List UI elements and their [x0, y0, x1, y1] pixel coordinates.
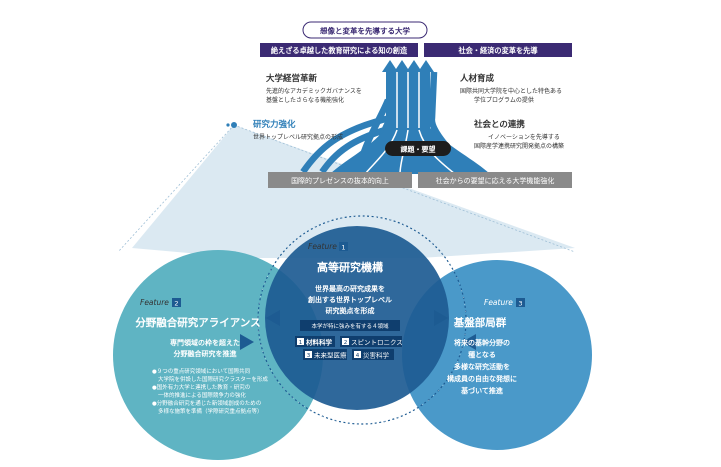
feature1-areas-label: 本学が特に強みを有する４領域: [311, 322, 389, 330]
feature1-tag: Feature: [308, 242, 337, 251]
feature1-area-1: 1 材料科学: [295, 336, 335, 347]
pillar-hr-desc2: 学位プログラムの提供: [474, 96, 534, 104]
feature3-num: 3: [518, 300, 522, 308]
pillar-society-title: 社会との連携: [473, 119, 525, 130]
pillar-management-desc1: 先進的なアカデミックガバナンスを: [266, 87, 362, 95]
feature1-line3: 研究拠点を形成: [326, 306, 375, 315]
feature2-num: 2: [174, 300, 178, 308]
issues-pill: [385, 141, 451, 156]
feature3-line1: 将来の基幹分野の: [454, 338, 510, 347]
feature1-area-2-name: スピントロニクス: [351, 339, 403, 347]
feature3-num-box: [516, 298, 525, 307]
feature2-bullet-4: 一体的推進による国際競争力の強化: [158, 391, 246, 399]
pillar-research-desc: 世界トップレベル研究拠点の形成: [253, 133, 343, 141]
feature1-area-3-name: 未来型医療: [314, 351, 347, 360]
feature1-area-2-num: 2: [344, 340, 348, 346]
vision-pill: [302, 21, 428, 39]
feature1-outline-ring: [257, 215, 467, 425]
feature1-area-2: 2 スピントロニクス: [340, 336, 403, 347]
left-banner: [260, 43, 418, 57]
feature1-area-1-name: 材料科学: [305, 338, 333, 347]
feature1-num: 1: [341, 244, 345, 252]
feature1-num-box: [339, 242, 348, 251]
feature1-area-3-num: 3: [307, 353, 311, 359]
feature3-line3: 多様な研究活動を: [454, 362, 510, 371]
right-banner-text: 社会・経済の変革を先導: [457, 46, 538, 55]
feature2-line2: 分野融合研究を推進: [174, 349, 237, 358]
feature3-line2: 種となる: [468, 350, 496, 359]
pillar-management-title: 大学経営革新: [266, 73, 318, 84]
pillar-management-desc2: 基盤としたさらなる機能強化: [266, 96, 344, 104]
feature1-line2: 創出する世界トップレベル: [307, 295, 392, 304]
feature1-area-4-name: 災害科学: [363, 351, 390, 360]
pillar-hr-desc1: 国際共同大学院を中心とした特色ある: [460, 87, 562, 95]
feature3-title: 基盤部局群: [453, 316, 507, 329]
feature3-line5: 基づいて推進: [460, 386, 503, 395]
bottom-bar-right: [418, 172, 572, 188]
bottom-bar-left: [268, 172, 412, 188]
feature2-line1: 専門領域の枠を超えた: [170, 338, 240, 347]
pillar-society-desc2: 国際産学連携研究開発拠点の構築: [474, 142, 564, 150]
research-dot-small: [226, 123, 230, 127]
right-banner: [424, 43, 572, 57]
feature3-line4: 構成員の自由な発想に: [447, 374, 517, 383]
feature3-tag: Feature: [484, 298, 513, 307]
focus-cone: [132, 125, 575, 258]
feature3-circle: [402, 260, 592, 450]
vision-text: 想像と変革を先導する大学: [320, 26, 410, 36]
funnel-arrowheads: [382, 60, 434, 72]
feature1-area-4: 4 災害科学: [352, 349, 394, 360]
pillar-society-desc1: イノベーションを先導する: [488, 133, 560, 141]
feature1-line1: 世界最高の研究成果を: [315, 284, 385, 293]
feature1-area-4-num: 4: [356, 353, 360, 359]
bottom-bar-left-text: 国際的プレゼンスの抜本的向上: [291, 176, 389, 185]
feature1-area-3: 3 未来型医療: [303, 349, 347, 360]
funnel-stem-dividers: [396, 72, 420, 130]
issues-text: 課題・要望: [401, 145, 436, 154]
focus-cone-edge-left: [117, 124, 235, 253]
feature1-area-1-num: 1: [299, 340, 303, 346]
bottom-bar-right-text: 社会からの要望に応える大学機能強化: [436, 176, 555, 185]
research-dot: [231, 122, 237, 128]
pillar-research-title: 研究力強化: [253, 119, 296, 130]
feature2-tag: Feature: [140, 298, 169, 307]
feature2-bullet-5: ●分野融合研究を通じた新領域創成のための: [152, 399, 261, 407]
focus-cone-edge-right: [233, 124, 576, 253]
feature2-bullet-3: ●国外有力大学と連携した教育・研究の: [152, 383, 250, 391]
feature1-title: 高等研究機構: [317, 260, 383, 274]
feature2-bullet-2: 大学院を併設した国際研究クラスターを形成: [158, 375, 268, 383]
feature1-areas-label-box: [300, 320, 400, 331]
feature2-bullet-1: ●９つの重点研究領域において国際共同: [152, 367, 251, 375]
feature2-num-box: [172, 298, 181, 307]
exchange-arrows: [240, 310, 476, 350]
feature2-title: 分野融合研究アライアンス: [135, 316, 260, 329]
pillar-hr-title: 人材育成: [460, 73, 495, 84]
feature1-circle: [265, 226, 449, 410]
feature2-bullet-6: 多様な施策を準備（学際研究重点拠点等）: [158, 407, 263, 415]
left-banner-text: 絶えざる卓越した教育研究による知の創造: [271, 46, 408, 55]
